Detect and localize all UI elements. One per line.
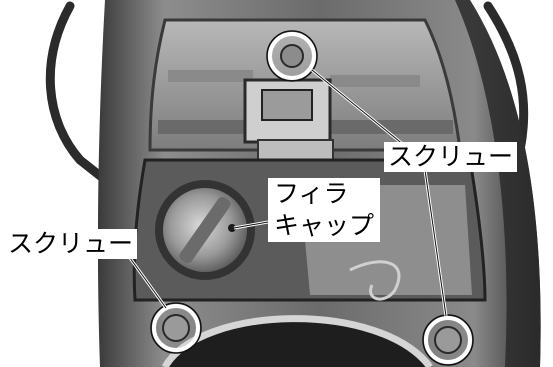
filler-cap-grip [179,196,231,264]
grab-rail-left [45,1,123,195]
leader-line-top-dark [311,69,411,151]
filler-cap-label-line2: キャップ [274,211,375,240]
latch-hook [261,89,313,121]
leader-line-left-dark [129,257,167,309]
wire-loop [349,260,401,301]
screw-label-left: スクリュー [4,229,138,259]
callout-circle-left [152,304,200,352]
screw-right-head [434,326,462,354]
callout-circle-top-outline [266,30,318,82]
callout-circle-right-outline [422,314,474,366]
leader-line-right-dark [424,169,447,317]
screw-label-right: スクリュー [384,142,518,172]
tray-ridge-left [168,70,253,82]
tray-ridge-right [330,75,420,87]
body-shadow [455,0,541,367]
screw-top-head [280,44,304,68]
callout-circle-left-outline [150,302,202,354]
screw-left-head [162,314,190,342]
filler-cap-label-line1: フィラ [274,179,349,208]
callout-circle-right [424,316,472,364]
filler-cap-label: フィラ キャップ [268,178,381,242]
callout-circle-top [268,32,316,80]
leader-line-cap-dark [233,221,269,229]
filler-cap-hole [228,224,236,232]
